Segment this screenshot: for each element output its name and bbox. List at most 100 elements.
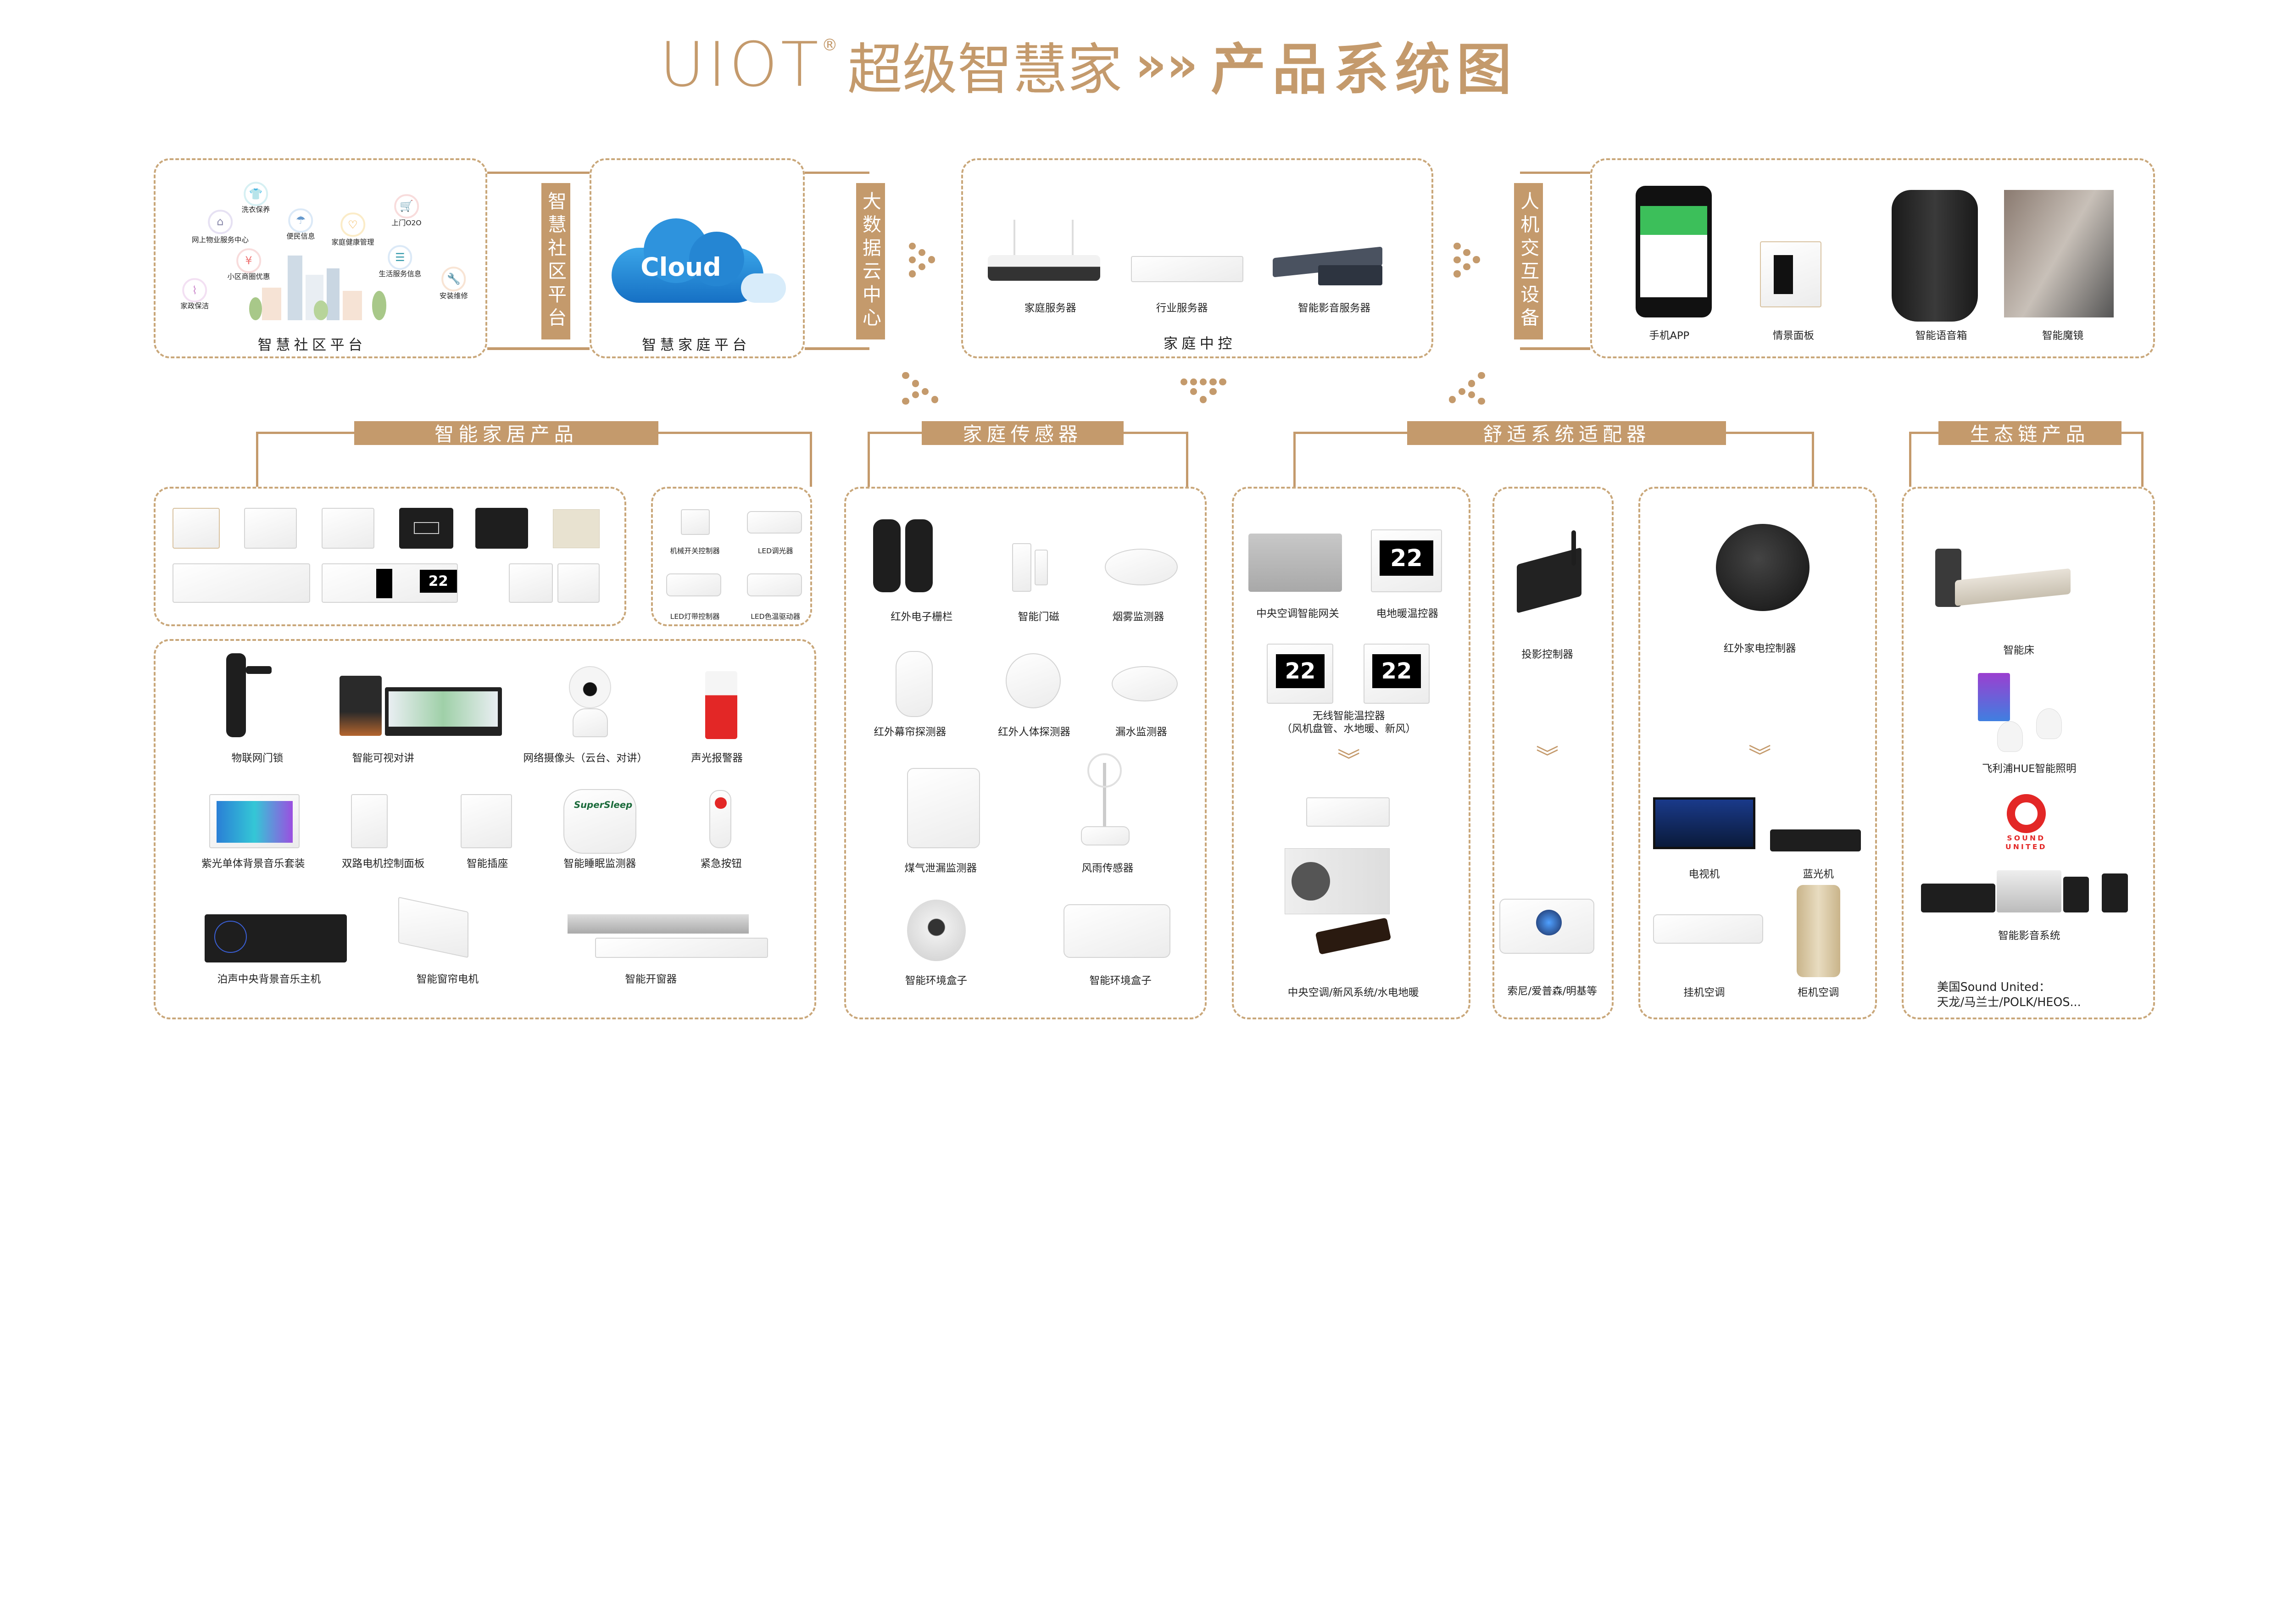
floor-heat-thermostat-image: 22 [1370,529,1442,593]
wind-rain-sensor-image [1068,753,1141,847]
ac-cassette-image [1306,797,1390,827]
device-label: 手机APP [1649,330,1690,342]
product-label: 智能开窗器 [625,973,677,986]
service-label: 上门O2O [391,218,422,227]
outdoor-unit-image [1284,848,1390,914]
ir-fence-image [905,519,933,593]
antenna [1571,530,1576,566]
eco-box [1902,487,2155,1020]
switch-mech-3gang [557,563,600,603]
bluray-image [1770,829,1861,851]
env-box-sphere-image [907,899,966,961]
product-label: 声光报警器 [691,752,743,765]
wireless-thermostat-image: 22 [1267,644,1333,704]
industry-server-image [1130,256,1244,283]
sensors-box [844,487,1207,1020]
double-chevron-icon: »» [1135,36,1198,93]
bracket [809,431,812,487]
thermostat-display: 22 [1380,540,1433,576]
product-label: 无线智能温控器 [1312,710,1385,723]
sensor-label: 智能门磁 [1018,611,1059,623]
mech-switch-controller-image [680,509,710,535]
section-smart-home: 智能家居产品 [354,421,658,445]
switch-long-panel [173,563,310,603]
sensor-label: 煤气泄漏监测器 [904,862,977,875]
device-label: 行业服务器 [1156,302,1208,314]
product-label: 红外家电控制器 [1723,643,1796,655]
env-box-cube-image [1063,904,1170,958]
service-label: 小区商圈优惠 [227,272,270,281]
door-sensor-magnet [1035,550,1048,585]
product-label: 网络摄像头（云台、对讲） [523,752,647,765]
product-label: 投影控制器 [1521,649,1573,661]
product-label: 挂机空调 [1683,986,1725,999]
hmi-box [1590,158,2155,358]
connector [1520,347,1591,350]
sound-united-logo: SOUND UNITED [2004,794,2048,852]
home-center-box [961,158,1434,358]
tv-image [1653,797,1756,849]
registered-mark: ® [821,35,838,55]
title-main: 超级智慧家 [847,38,1123,102]
home-icon: ⌂ [208,209,233,234]
box-title: 家庭中控 [1163,335,1236,352]
thermostat-display: 22 [1372,654,1421,689]
product-label: 智能影音系统 [1998,929,2060,942]
service-label: 安装维修 [439,292,468,300]
switches-box [153,487,626,626]
product-label: 智能床 [2003,644,2035,656]
product-label: 柜机空调 [1798,986,1839,999]
logo-text: SOUND [2007,834,2046,843]
community-box [153,158,488,358]
window-opener-part [595,937,768,958]
switch-thermostat-panel: 22 [322,563,458,603]
laundry-icon: 👕 [243,182,268,206]
section-sensors: 家庭传感器 [921,421,1124,445]
label-big-data-cloud: 大数据云中心 [856,183,885,340]
product-label: 蓝光机 [1803,868,1834,880]
thermostat-display: 22 [1276,654,1325,689]
hifi-system-image [1921,870,2129,914]
cloud-logo-text: Cloud [640,252,721,282]
sensor-label: 红外幕帘探测器 [874,726,947,739]
product-label: 物联网门锁 [231,752,284,765]
window-opener-image [567,914,749,934]
phone-image [1635,186,1712,318]
cloud-box [589,158,805,358]
projector-image [1499,899,1595,954]
voice-speaker-image [1892,190,1978,322]
section-ecosystem: 生态链产品 [1938,421,2121,445]
ir-fence-image [873,519,901,593]
product-label: 紫光单体背景音乐套装 [201,858,305,870]
intercom-unit-image [340,676,382,736]
product-label: LED灯带控制器 [670,612,720,621]
bracket [1186,431,1188,487]
section-comfort: 舒适系统适配器 [1407,421,1726,445]
smart-mirror-image [2004,190,2114,318]
av-server-image [1273,246,1383,285]
led-cct-driver-image [747,573,802,596]
led-box [651,487,812,626]
product-label: 电视机 [1688,868,1720,880]
chevron-down-icon: ︾ [1337,747,1360,774]
bracket [1293,431,1296,487]
product-label: 智能插座 [467,858,508,870]
device-label: 情景面板 [1772,330,1815,342]
brand-logo: UIOT [659,28,822,100]
connector [1520,171,1591,174]
smoke-detector-image [1104,549,1178,585]
motion-detector-image [1005,653,1061,708]
chevron-down-icon: ︾ [1748,742,1771,769]
service-label: 生活服务信息 [379,269,422,278]
emergency-button-image [709,790,732,849]
page-title: UIOT ® 超级智慧家 »» 产品系统图 [659,28,1518,102]
service-label: 便民信息 [286,232,315,240]
connector [487,171,590,174]
box-title: 智慧家庭平台 [642,337,751,354]
device-label: 智能语音箱 [1915,330,1967,342]
switch-black-4key [475,507,528,549]
switch-beige [553,509,600,548]
title-sub: 产品系统图 [1211,38,1518,102]
led-strip-controller-image [666,573,721,596]
logo-text: UNITED [2005,842,2047,851]
